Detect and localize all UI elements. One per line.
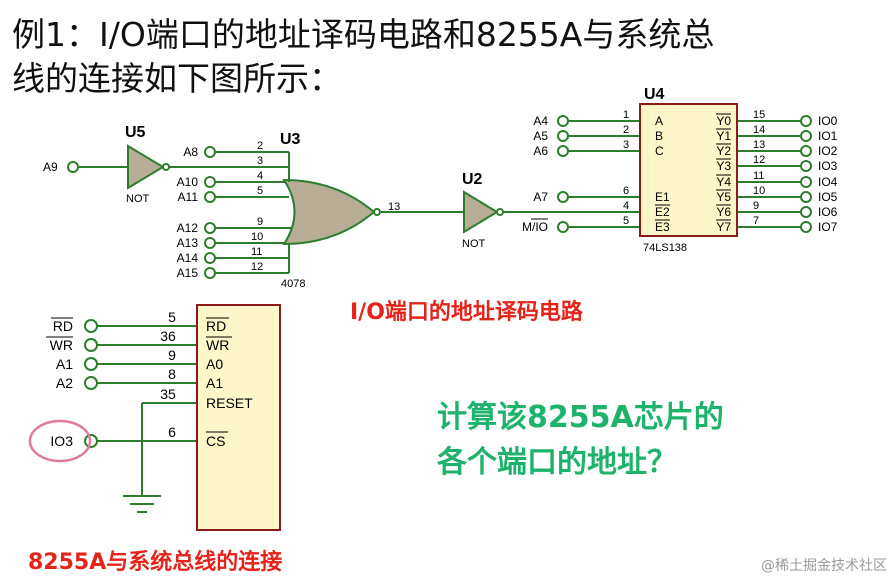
u4-out-name: Y4: [716, 175, 731, 189]
u3-pin: 11: [251, 246, 262, 258]
8255-pin-name: A1: [206, 375, 223, 391]
terminal-a9: [67, 161, 79, 173]
u4-out-name: Y0: [716, 114, 731, 128]
io-label: IO4: [818, 175, 838, 189]
u3-in-label: A12: [177, 221, 199, 235]
u3-pin: 3: [257, 155, 263, 167]
u2-ref: U2: [462, 171, 483, 188]
u4-out-name: Y3: [716, 159, 731, 173]
u3-pin: 4: [257, 170, 263, 182]
u2-not-gate: [463, 190, 504, 234]
u5-ref: U5: [125, 124, 146, 141]
u3-in-label: A13: [177, 236, 199, 250]
8255-pin-name: A0: [206, 356, 223, 372]
u4-out-pin: 14: [753, 124, 765, 136]
u4-out-pin: 13: [753, 139, 765, 151]
8255-pin-name: WR: [206, 337, 229, 353]
u4-chip-body: [639, 103, 738, 237]
u4-out-name: Y1: [716, 129, 731, 143]
u3-ref: U3: [280, 131, 301, 148]
u4-pin-name: E3: [655, 220, 670, 234]
u3-in-label: A8: [183, 145, 198, 159]
u4-out-pin: 9: [753, 200, 759, 212]
8255-signal: RD: [53, 318, 73, 334]
8255-pin: 8: [168, 366, 176, 382]
u3-pin: 10: [251, 231, 263, 243]
u3-output-pin: 13: [388, 201, 400, 213]
u4-pin: 5: [623, 215, 629, 227]
8255-signal: A1: [56, 356, 73, 372]
io-label: IO0: [818, 114, 838, 128]
a9-label: A9: [43, 160, 58, 174]
8255-signal: A2: [56, 375, 73, 391]
io-label: IO3: [818, 159, 838, 173]
u3-or-gate: [282, 152, 381, 273]
8255-pin: 5: [168, 309, 176, 325]
u2-type: NOT: [462, 238, 486, 250]
u5-type: NOT: [126, 193, 150, 205]
u4-pin: 6: [623, 185, 629, 197]
8255-pin-name: RD: [206, 318, 226, 334]
u3-in-label: A10: [177, 175, 199, 189]
u3-in-label: A14: [177, 251, 199, 265]
u4-in-label: A7: [533, 190, 548, 204]
8255-pin: 35: [160, 386, 176, 402]
io-label: IO1: [818, 129, 838, 143]
u4-out-name: Y6: [716, 205, 731, 219]
u4-pin-name: A: [655, 114, 663, 128]
u4-out-pin: 12: [753, 154, 765, 166]
u4-out-pin: 15: [753, 109, 765, 121]
u5-not-gate: [127, 144, 170, 190]
u4-out-pin: 10: [753, 185, 765, 197]
question-line-2: 各个端口的地址？: [437, 445, 677, 480]
8255-pin-name: RESET: [206, 395, 253, 411]
u3-pin: 2: [257, 140, 263, 152]
u4-ref: U4: [644, 86, 665, 103]
u4-pin: 2: [623, 124, 629, 136]
u3-part: 4078: [281, 278, 305, 290]
u4-pin-name: B: [655, 129, 663, 143]
u4-in-label: A6: [533, 144, 548, 158]
io-label: IO6: [818, 205, 838, 219]
u4-out-name: Y2: [716, 144, 731, 158]
8255-pin: 6: [168, 424, 176, 440]
watermark: @稀土掘金技术社区: [761, 558, 887, 574]
io3-highlight: [28, 419, 92, 463]
u3-in-label: A15: [177, 266, 199, 280]
u4-out-name: Y5: [716, 190, 731, 204]
8255-pin: 9: [168, 347, 176, 363]
u4-pin: 4: [623, 200, 629, 212]
u4-pin-name: C: [655, 144, 664, 158]
title-line-2: 线的连接如下图所示：: [12, 59, 342, 98]
u4-pin-name: E1: [655, 190, 670, 204]
io-label: IO2: [818, 144, 838, 158]
connection-caption: 8255A与系统总线的连接: [28, 550, 283, 575]
8255-signal: WR: [50, 337, 73, 353]
u3-pin: 12: [251, 261, 263, 273]
u4-in-label: M/IO: [522, 220, 548, 234]
u4-pin: 1: [623, 109, 629, 121]
u4-in-label: A5: [533, 129, 548, 143]
u4-pin: 3: [623, 139, 629, 151]
decoder-caption: I/O端口的地址译码电路: [350, 300, 583, 325]
u4-out-name: Y7: [716, 220, 731, 234]
u3-pin: 9: [257, 216, 263, 228]
u4-pin-name: E2: [655, 205, 670, 219]
u4-in-label: A4: [533, 114, 548, 128]
8255-pin-name: CS: [206, 433, 225, 449]
io-label: IO7: [818, 220, 838, 234]
8255-signal: IO3: [50, 433, 73, 449]
title-line-1: 例1：I/O端口的地址译码电路和8255A与系统总: [12, 15, 715, 54]
chip-8255-body: [196, 304, 281, 531]
8255-pin: 36: [160, 328, 176, 344]
io-label: IO5: [818, 190, 838, 204]
u4-part: 74LS138: [643, 242, 687, 254]
u3-pin: 5: [257, 185, 263, 197]
u4-out-pin: 7: [753, 215, 759, 227]
u3-in-label: A11: [178, 190, 199, 204]
u4-out-pin: 11: [753, 170, 764, 182]
question-line-1: 计算该8255A芯片的: [437, 400, 724, 435]
